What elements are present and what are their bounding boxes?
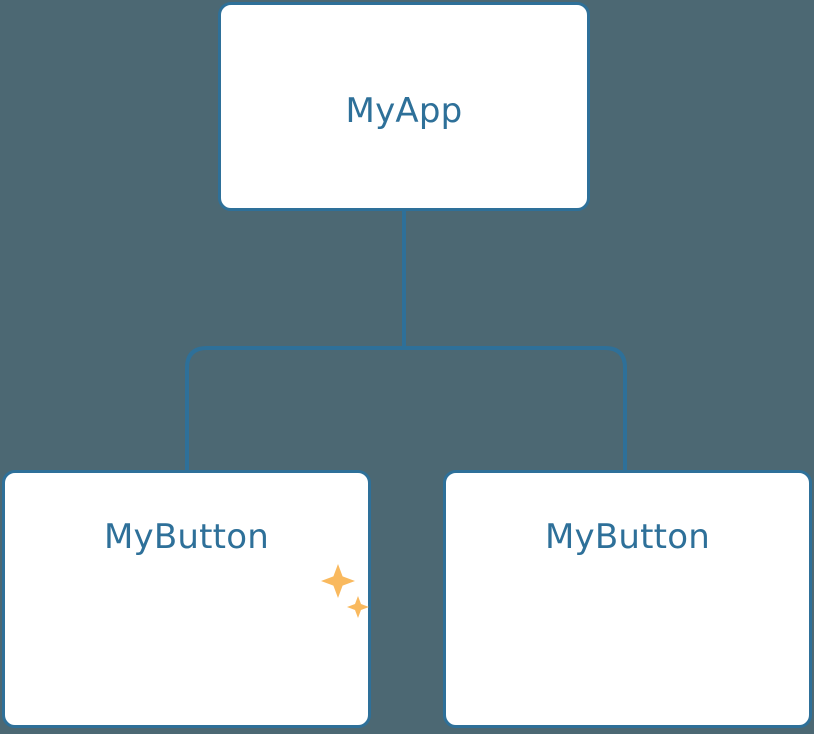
node-myapp-title: MyApp <box>345 91 463 131</box>
node-mybutton-left[interactable]: MyButton <box>2 470 371 728</box>
node-mybutton-left-title: MyButton <box>104 517 269 557</box>
edge-to-left-child <box>185 346 404 472</box>
edge-to-right-child <box>404 346 627 472</box>
node-mybutton-right-title: MyButton <box>545 517 710 557</box>
node-myapp[interactable]: MyApp <box>218 2 590 211</box>
node-mybutton-right[interactable]: MyButton <box>443 470 812 728</box>
